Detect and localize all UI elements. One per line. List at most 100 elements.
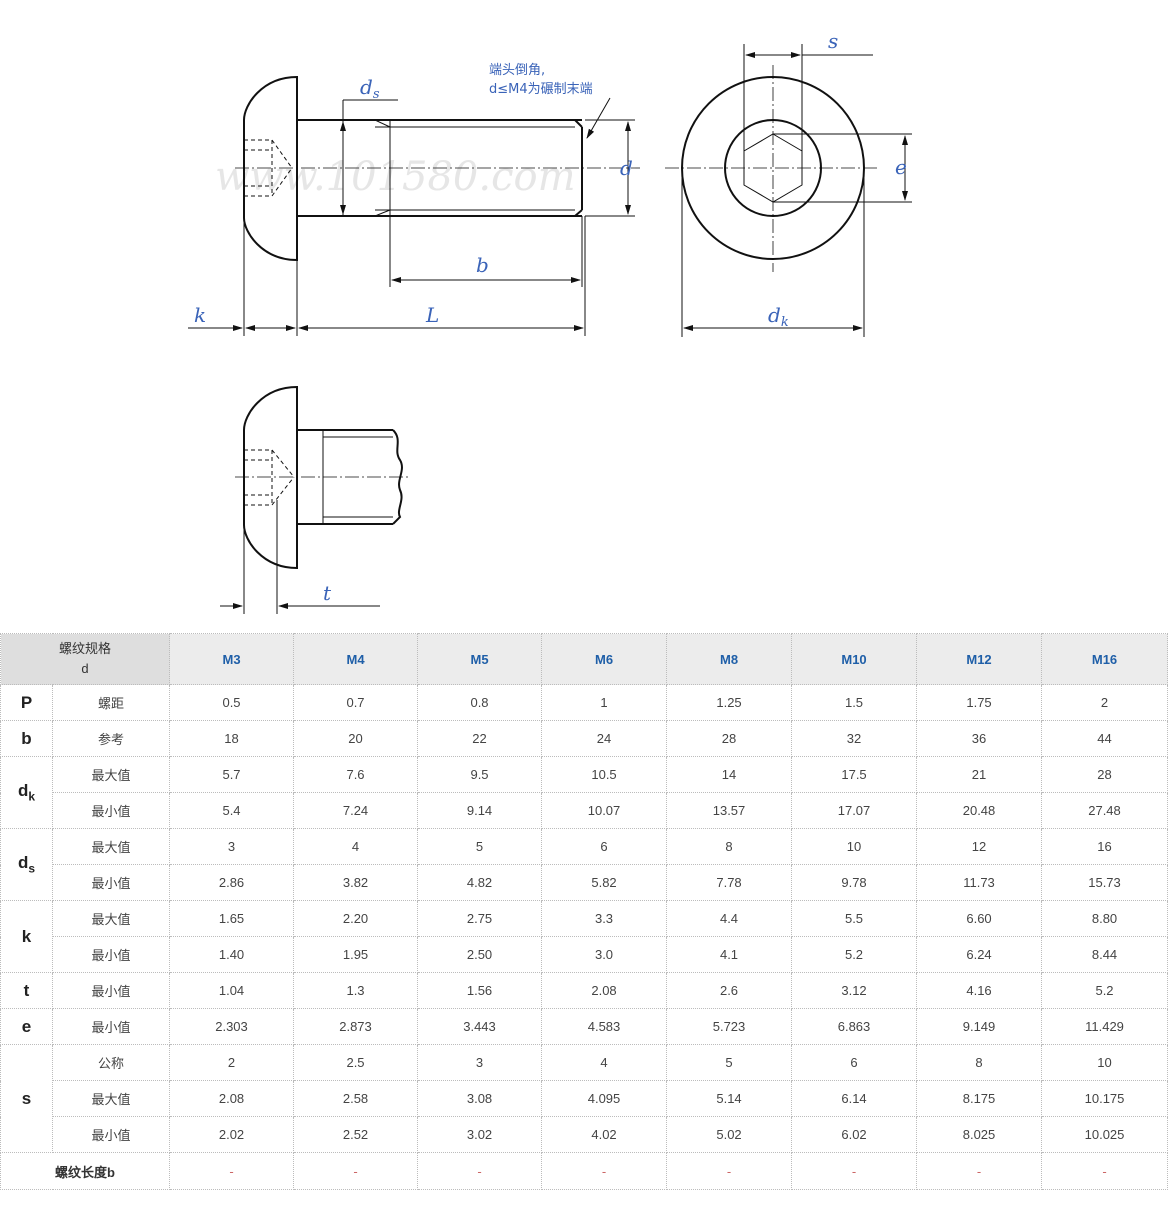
param-symbol: dk [0,756,53,829]
param-symbol-subscript: s [28,861,36,876]
value-cell: 16 [1041,828,1169,865]
param-symbol-text: b [21,728,32,748]
value-cell: 4.82 [417,864,543,901]
size-header: M8 [666,633,793,685]
value-cell: 1.40 [169,936,295,973]
value-cell: 6.24 [916,936,1043,973]
chamfer-note-line1: 端头倒角, [489,63,545,78]
value-cell: 2.02 [169,1116,295,1153]
value-cell: 0.5 [169,684,295,721]
value-cell: 6.60 [916,900,1043,937]
value-cell: 4.1 [666,936,793,973]
value-cell: 36 [916,720,1043,757]
thread-length-value: - [791,1152,918,1190]
value-cell: 9.14 [417,792,543,829]
value-cell: 28 [1041,756,1169,793]
dk-label: dk [768,303,789,330]
value-cell: 24 [541,720,668,757]
value-cell: 4.095 [541,1080,668,1117]
row-label: 最小值 [51,864,171,901]
row-label: 公称 [51,1044,171,1081]
L-label: L [425,303,439,327]
value-cell: 0.8 [417,684,543,721]
thread-length-value: - [293,1152,419,1190]
value-cell: 27.48 [1041,792,1169,829]
value-cell: 5.723 [666,1008,793,1045]
value-cell: 1.25 [666,684,793,721]
value-cell: 2.58 [293,1080,419,1117]
thread-length-row: 螺纹长度b-------- [0,1152,1169,1190]
value-cell: 5.02 [666,1116,793,1153]
corner-line1: 螺纹规格 [59,641,112,656]
value-cell: 2.20 [293,900,419,937]
param-symbol-text: P [20,692,33,712]
value-cell: 2.08 [541,972,668,1009]
param-symbol-text: s [21,1088,32,1108]
value-cell: 20.48 [916,792,1043,829]
value-cell: 3.02 [417,1116,543,1153]
value-cell: 11.429 [1041,1008,1169,1045]
value-cell: 6.02 [791,1116,918,1153]
t-label: t [323,581,332,605]
row-label: 最小值 [51,936,171,973]
row-label: 最小值 [51,1008,171,1045]
thread-length-value: - [916,1152,1043,1190]
value-cell: 8 [666,828,793,865]
value-cell: 14 [666,756,793,793]
value-cell: 12 [916,828,1043,865]
value-cell: 4.583 [541,1008,668,1045]
chamfer-note-line2: d≤M4为碾制末端 [489,82,593,97]
value-cell: 5.2 [791,936,918,973]
value-cell: 2.873 [293,1008,419,1045]
value-cell: 9.78 [791,864,918,901]
thread-length-value: - [169,1152,295,1190]
value-cell: 10 [1041,1044,1169,1081]
size-header: M10 [791,633,918,685]
row-label: 最小值 [51,792,171,829]
size-header: M5 [417,633,543,685]
param-symbol: k [0,900,53,973]
technical-drawing: www.101580.com ds [188,29,912,614]
value-cell: 17.07 [791,792,918,829]
value-cell: 10.025 [1041,1116,1169,1153]
param-symbol-text: k [21,926,32,946]
value-cell: 5.82 [541,864,668,901]
value-cell: 10.5 [541,756,668,793]
value-cell: 3 [417,1044,543,1081]
thread-length-label: 螺纹长度b [0,1152,171,1190]
value-cell: 0.7 [293,684,419,721]
size-header: M3 [169,633,295,685]
row-label: 最大值 [51,900,171,937]
value-cell: 6.14 [791,1080,918,1117]
value-cell: 1.65 [169,900,295,937]
value-cell: 5.7 [169,756,295,793]
e-label: e [895,155,907,179]
ds-label: ds [360,75,380,102]
value-cell: 8 [916,1044,1043,1081]
value-cell: 20 [293,720,419,757]
value-cell: 17.5 [791,756,918,793]
param-symbol-text: t [23,980,30,1000]
s-label: s [828,29,838,53]
value-cell: 7.6 [293,756,419,793]
value-cell: 1.56 [417,972,543,1009]
value-cell: 6 [791,1044,918,1081]
value-cell: 1.3 [293,972,419,1009]
row-label: 螺距 [51,684,171,721]
thread-length-value: - [541,1152,668,1190]
param-symbol-subscript: k [28,789,36,804]
value-cell: 28 [666,720,793,757]
value-cell: 5 [666,1044,793,1081]
value-cell: 2.50 [417,936,543,973]
value-cell: 7.78 [666,864,793,901]
row-label: 参考 [51,720,171,757]
thread-length-value: - [1041,1152,1169,1190]
value-cell: 8.44 [1041,936,1169,973]
